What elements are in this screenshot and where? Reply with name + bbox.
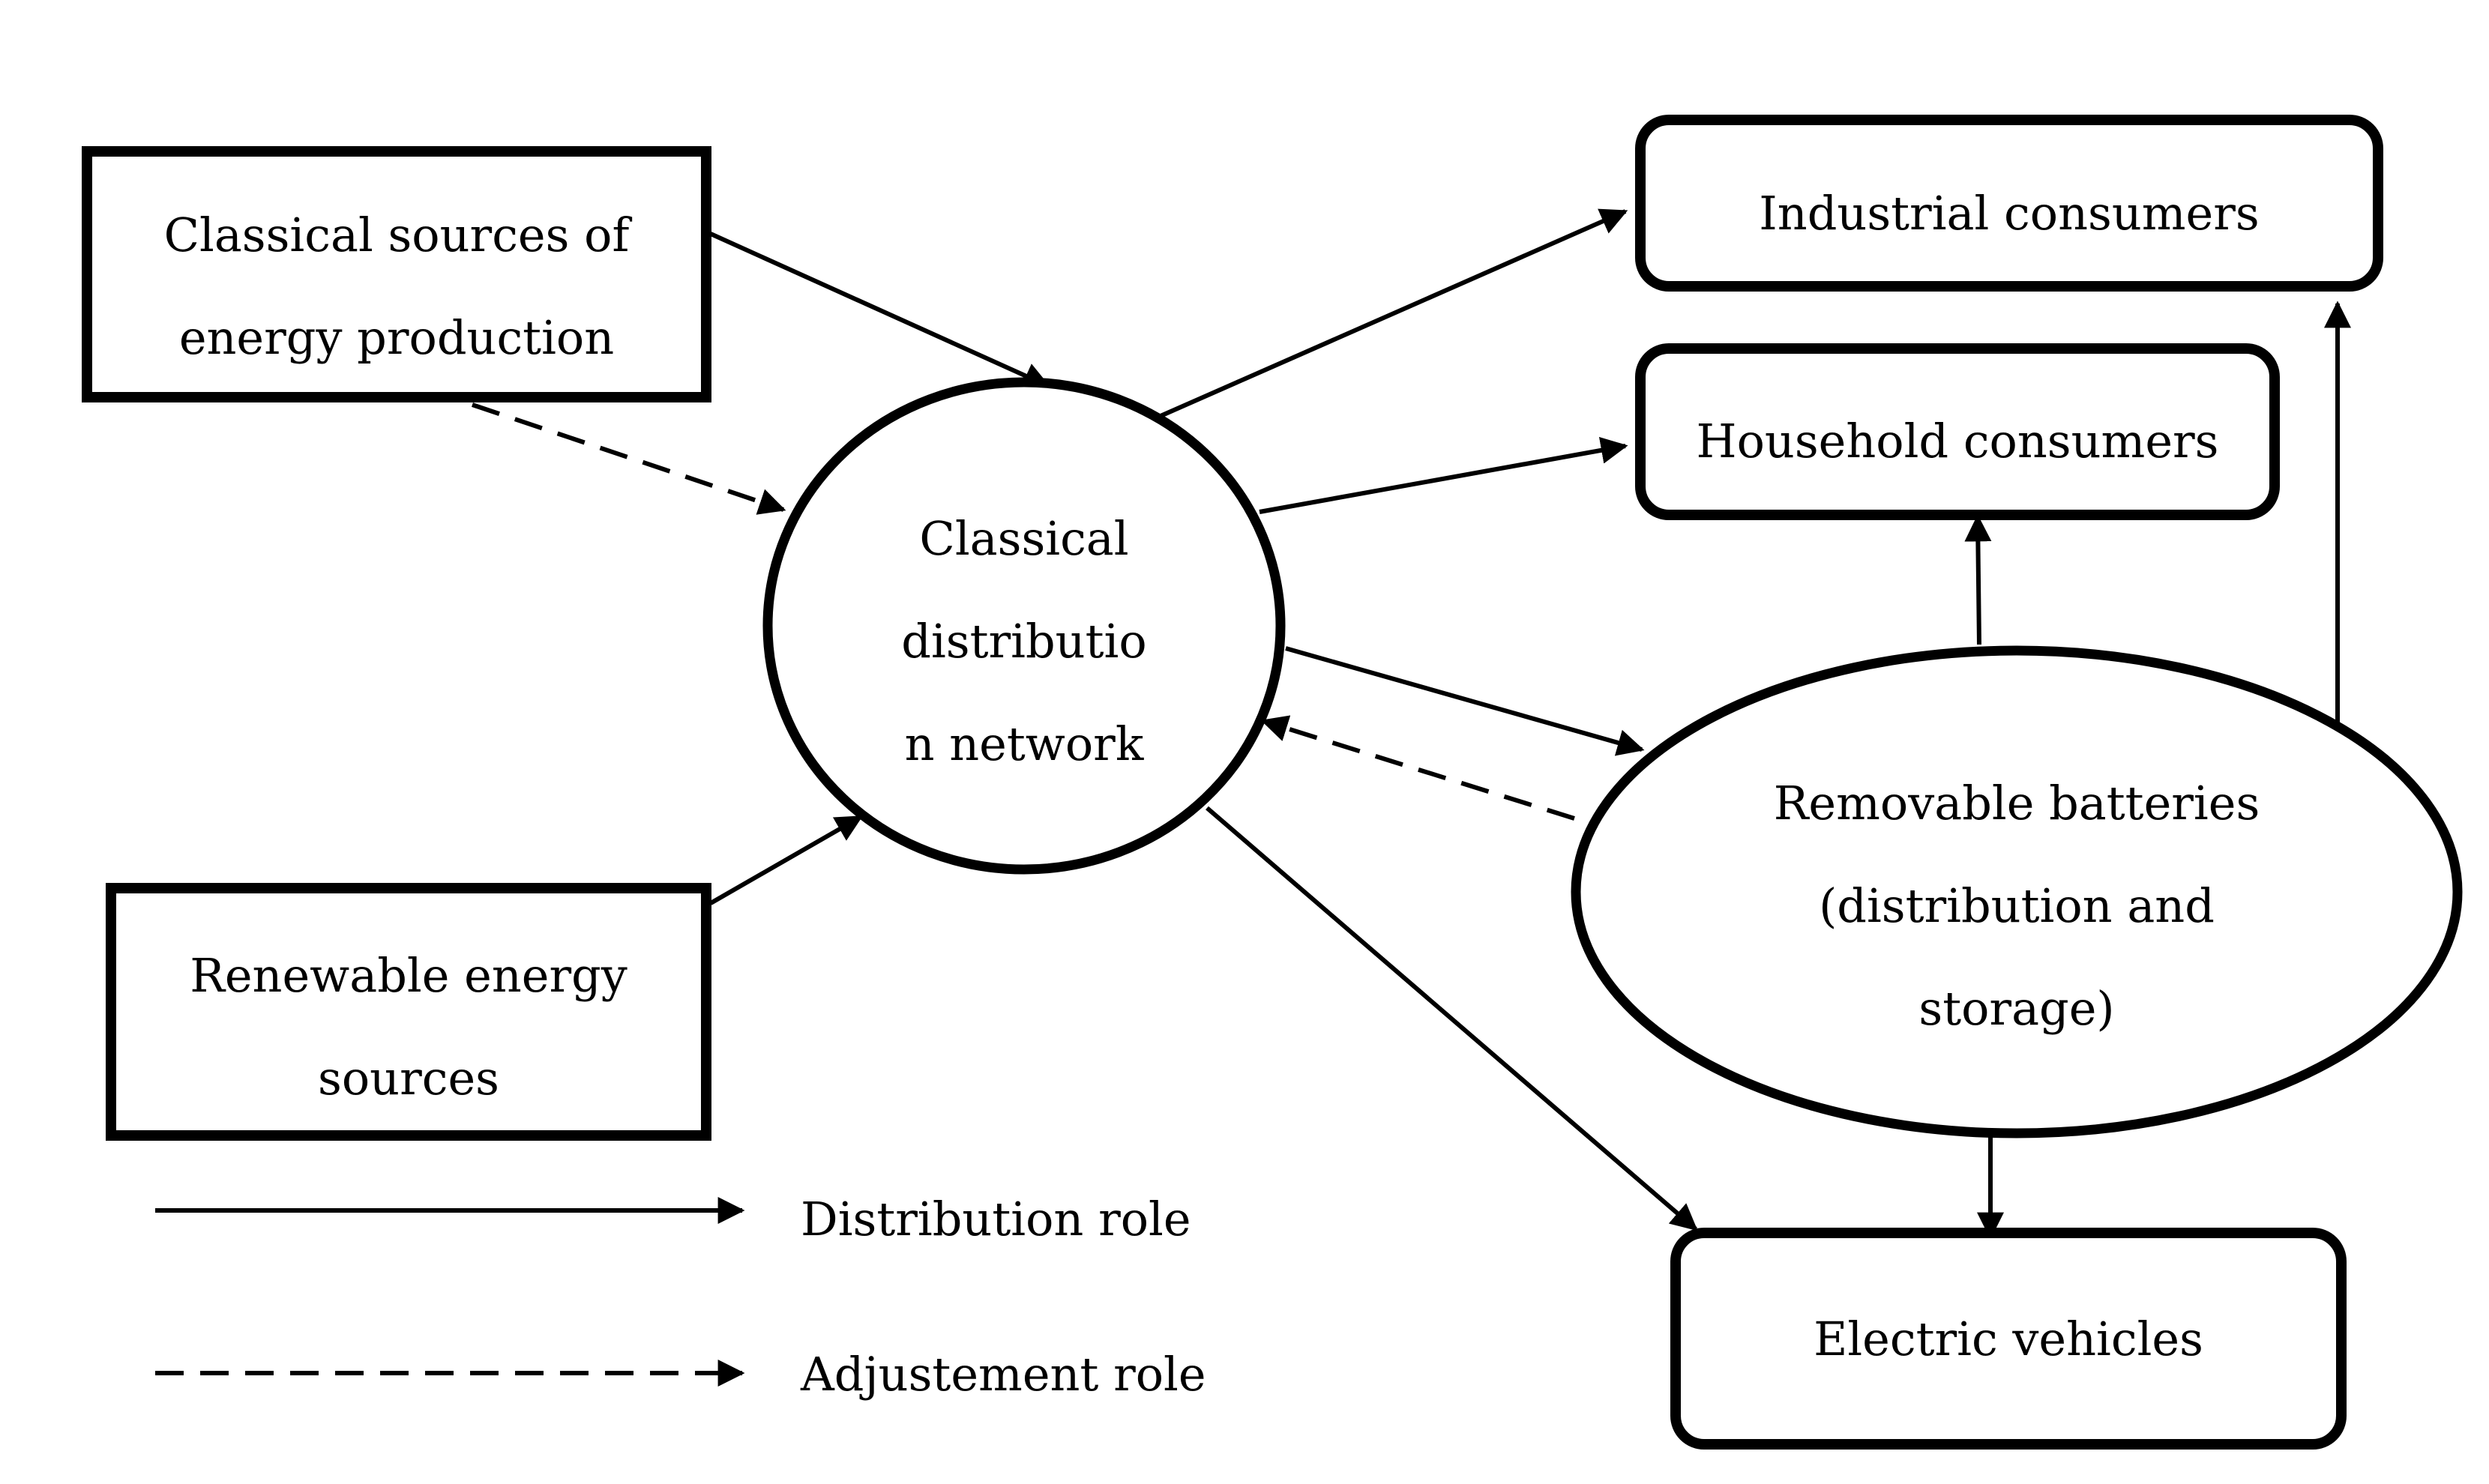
edge-batteries-to-network-adjustement <box>1260 715 1575 821</box>
node-industrial-consumers: Industrial consumers <box>1635 115 2383 292</box>
edge-classical-sources-to-network-adjustement <box>472 402 786 515</box>
edges <box>472 208 2351 1240</box>
edge-network-to-industrial <box>1159 208 1628 418</box>
edge-classical-sources-to-network <box>709 232 1051 389</box>
node-distribution-network: Classical distributio n network <box>762 377 1286 875</box>
node-household-consumers: Household consumers <box>1635 343 2280 520</box>
node-removable-batteries: Removable batteries (distribution and st… <box>1571 645 2463 1138</box>
edge-network-to-batteries <box>1285 646 1645 756</box>
node-classical-sources: Classical sources of energy production <box>82 146 711 402</box>
legend-adjustement-label: Adjustement role <box>800 1347 1206 1402</box>
legend-distribution-label: Distribution role <box>801 1192 1191 1246</box>
node-distribution-network-line-3: n network <box>905 717 1144 771</box>
node-removable-batteries-line-2: (distribution and <box>1819 878 2215 933</box>
node-household-consumers-label: Household consumers <box>1697 414 2219 468</box>
node-distribution-network-line-1: Classical <box>919 511 1128 566</box>
node-classical-sources-line-1: Classical sources of <box>164 208 633 262</box>
node-electric-vehicles: Electric vehicles <box>1670 1228 2347 1450</box>
legend: Distribution role Adjustement role <box>155 1192 1206 1402</box>
edge-network-to-household <box>1259 437 1628 514</box>
node-industrial-consumers-label: Industrial consumers <box>1759 186 2259 241</box>
edge-renewable-sources-to-network <box>709 815 864 905</box>
node-removable-batteries-line-1: Removable batteries <box>1774 776 2260 830</box>
node-renewable-sources-line-2: sources <box>318 1051 499 1106</box>
node-renewable-sources-line-1: Renewable energy <box>190 948 627 1003</box>
edge-network-to-electric-vehicles <box>1206 806 1698 1231</box>
node-renewable-sources: Renewable energy sources <box>106 883 711 1141</box>
node-electric-vehicles-label: Electric vehicles <box>1814 1312 2203 1366</box>
node-removable-batteries-line-3: storage) <box>1918 981 2114 1036</box>
node-classical-sources-line-2: energy production <box>179 310 614 365</box>
node-distribution-network-line-2: distributio <box>901 614 1146 669</box>
edge-batteries-to-household <box>1964 514 1992 645</box>
